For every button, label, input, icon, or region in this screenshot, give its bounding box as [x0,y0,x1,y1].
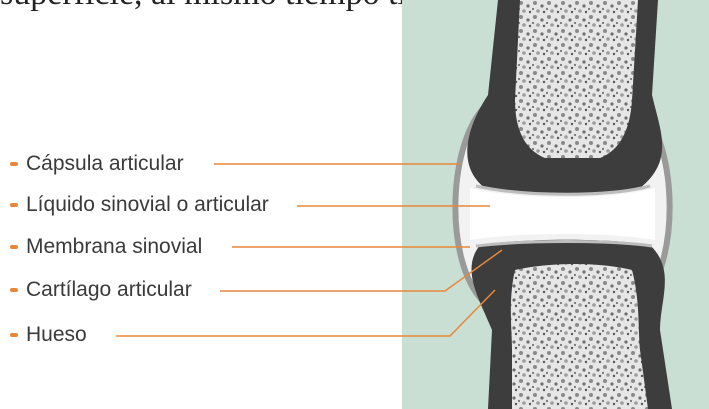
label-text: Membrana sinovial [26,235,202,258]
label-text: Líquido sinovial o articular [26,193,269,216]
label-cartilago-articular: Cartílago articular [10,278,192,302]
label-liquido-sinovial: Líquido sinovial o articular [10,193,269,217]
bullet-icon [10,333,18,337]
label-text: Hueso [26,323,87,346]
label-hueso: Hueso [10,323,87,347]
label-membrana-sinovial: Membrana sinovial [10,235,202,259]
label-capsula-articular: Cápsula articular [10,152,184,176]
bullet-icon [10,245,18,249]
bullet-icon [10,203,18,207]
bullet-icon [10,162,18,166]
label-text: Cápsula articular [26,152,184,175]
label-text: Cartílago articular [26,278,192,301]
bullet-icon [10,288,18,292]
